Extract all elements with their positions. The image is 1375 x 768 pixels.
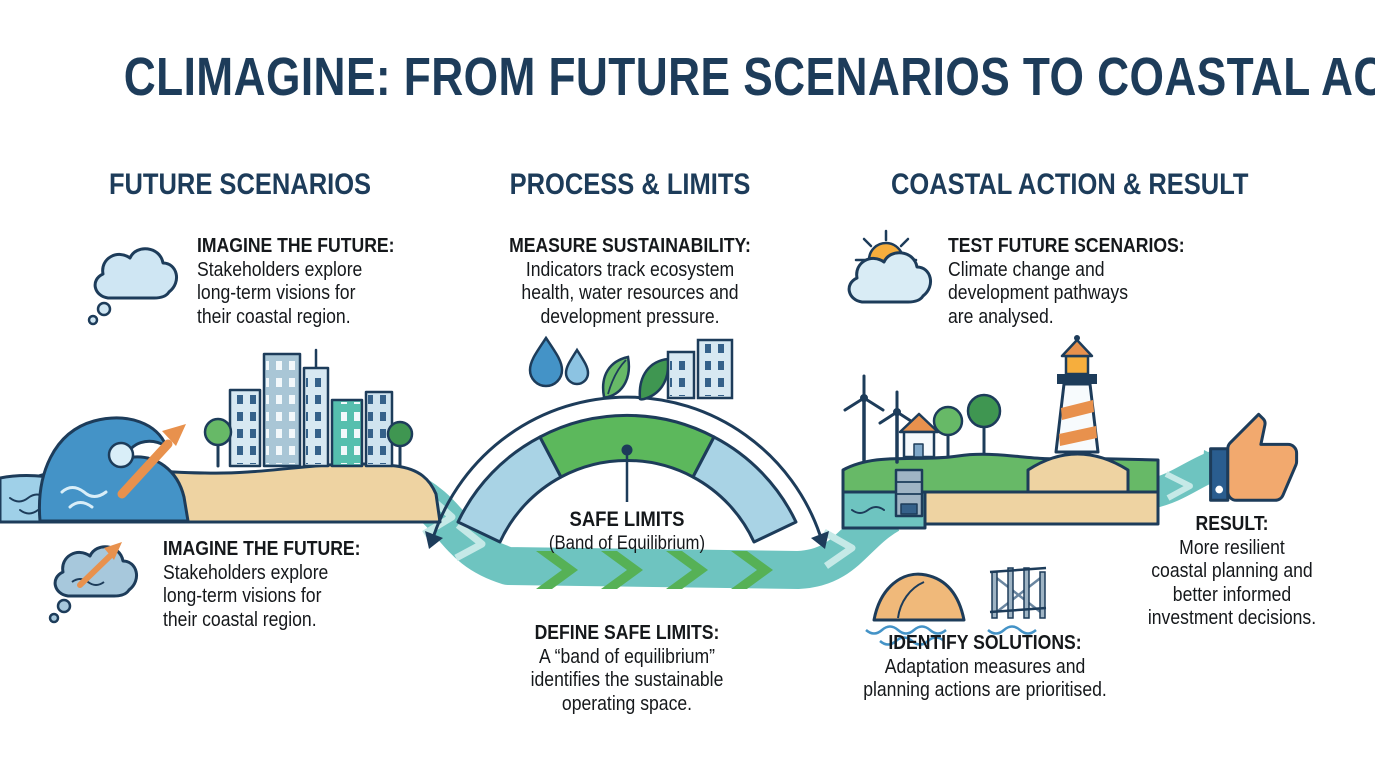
leaves-icon <box>601 355 670 401</box>
gauge-needle-dot <box>621 444 633 456</box>
page-title: CLIMAGINE: FROM FUTURE SCENARIOS TO COAS… <box>123 47 1375 107</box>
block-title: RESULT: <box>1195 513 1269 535</box>
outfall-pipe-icon <box>894 468 924 518</box>
gauge-band-right <box>691 435 798 544</box>
sustainability-gauge <box>425 395 829 549</box>
block-title: IDENTIFY SOLUTIONS: <box>888 632 1082 654</box>
text-block-identify-solutions: IDENTIFY SOLUTIONS: Adaptation measures … <box>840 632 1130 703</box>
block-title: DEFINE SAFE LIMITS: <box>534 622 720 644</box>
text-line: long-term visions for <box>197 282 356 304</box>
text-line: A “band of equilibrium” <box>538 645 716 668</box>
tree-icon <box>203 417 233 468</box>
text-line: development pressure. <box>540 305 720 328</box>
text-line: investment decisions. <box>1147 607 1317 629</box>
text-line: health, water resources and <box>521 282 739 304</box>
block-title: IMAGINE THE FUTURE: <box>163 538 361 560</box>
text-line: Stakeholders explore <box>197 258 363 281</box>
text-block-result: RESULT: More resilient coastal planning … <box>1135 513 1329 631</box>
storm-cloud-arrow-icon <box>48 542 139 624</box>
text-line: operating space. <box>561 692 693 715</box>
tree-icon <box>966 393 1002 456</box>
lighthouse-icon <box>1054 335 1100 454</box>
block-title: IMAGINE THE FUTURE: <box>197 235 395 257</box>
text-line: long-term visions for <box>163 585 322 607</box>
coastal-city-illustration <box>0 348 442 524</box>
tree-icon <box>932 405 964 458</box>
city-buildings <box>228 348 394 468</box>
column-heading-coastal-action: COASTAL ACTION & RESULT <box>891 168 1249 201</box>
coastal-action-illustration <box>841 335 1160 530</box>
text-block-imagine-future-top: IMAGINE THE FUTURE: Stakeholders explore… <box>197 235 395 329</box>
thought-cloud-icon <box>87 247 179 326</box>
text-line: Indicators track ecosystem <box>525 258 735 281</box>
text-line: are analysed. <box>948 305 1054 328</box>
text-line: planning actions are prioritised. <box>863 679 1107 701</box>
sand-band <box>923 490 1160 526</box>
wind-turbine-icon <box>843 374 885 462</box>
column-heading-future-scenarios: FUTURE SCENARIOS <box>108 168 372 201</box>
tree-icon <box>386 420 414 468</box>
column-heading-process-limits: PROCESS & LIMITS <box>509 168 751 201</box>
text-line: Climate change and <box>948 258 1105 281</box>
block-title: TEST FUTURE SCENARIOS: <box>948 235 1185 257</box>
buildings-icon <box>666 338 734 400</box>
text-block-measure-sustainability: MEASURE SUSTAINABILITY: Indicators track… <box>476 235 784 329</box>
growth-arrow-icon <box>117 424 186 499</box>
fence-icon <box>987 566 1047 635</box>
text-line: Stakeholders explore <box>163 561 329 584</box>
block-title: MEASURE SUSTAINABILITY: <box>509 235 751 257</box>
text-line: identifies the sustainable <box>530 669 724 691</box>
dune-icon <box>865 572 966 646</box>
text-line: better informed <box>1172 583 1292 606</box>
sun-cloud-icon <box>847 229 933 304</box>
text-block-test-future-scenarios: TEST FUTURE SCENARIOS: Climate change an… <box>948 235 1185 329</box>
lighthouse-mound <box>1026 452 1130 494</box>
text-line: coastal planning and <box>1151 560 1313 582</box>
thumbs-up-icon <box>1209 412 1299 502</box>
text-block-define-safe-limits: DEFINE SAFE LIMITS: A “band of equilibri… <box>473 622 781 716</box>
text-block-imagine-future-bottom: IMAGINE THE FUTURE: Stakeholders explore… <box>163 538 361 632</box>
water-drops-icon <box>528 335 590 388</box>
text-line: their coastal region. <box>163 608 317 631</box>
house-icon <box>898 412 940 459</box>
gauge-label: SAFE LIMITS (Band of Equilibrium) <box>495 508 759 555</box>
gauge-label-sub: (Band of Equilibrium) <box>548 532 706 554</box>
text-line: development pathways <box>948 282 1129 304</box>
text-line: Adaptation measures and <box>884 655 1086 678</box>
text-line: their coastal region. <box>197 305 351 328</box>
text-line: More resilient <box>1179 536 1285 559</box>
gauge-label-title: SAFE LIMITS <box>569 508 685 531</box>
